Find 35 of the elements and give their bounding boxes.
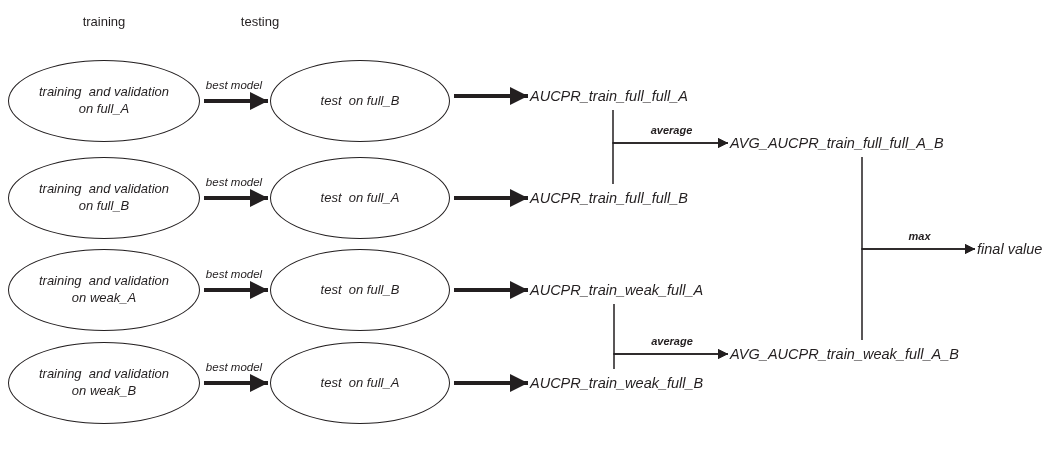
arrow	[204, 281, 268, 299]
node-label: training and validation on weak_B	[37, 366, 171, 400]
result-label: final value	[977, 241, 1043, 257]
edge-label: average	[650, 124, 693, 136]
node-label: test on full_A	[319, 374, 401, 392]
result-label: AUCPR_train_weak_full_A	[530, 282, 704, 298]
result-label: AVG_AUCPR_train_full_full_A_B	[730, 135, 944, 151]
arrow	[204, 92, 268, 110]
edge-label: best model	[205, 361, 263, 373]
node-label: test on full_A	[319, 189, 401, 207]
result-label: AUCPR_train_full_full_A	[530, 88, 688, 104]
column-header: testing	[240, 14, 280, 29]
node-label: test on full_B	[319, 281, 401, 299]
node-label: test on full_B	[319, 92, 401, 110]
edge-label: best model	[205, 176, 263, 188]
arrow	[454, 189, 528, 207]
edge-label: max	[908, 230, 931, 242]
result-label: AUCPR_train_weak_full_B	[530, 375, 704, 391]
edge-label: best model	[205, 268, 263, 280]
result-label: AUCPR_train_full_full_B	[530, 190, 688, 206]
arrow	[861, 243, 976, 341]
arrow	[613, 348, 729, 370]
arrow	[454, 374, 528, 392]
result-label: AVG_AUCPR_train_weak_full_A_B	[730, 346, 959, 362]
arrow	[454, 281, 528, 299]
edge-label: average	[651, 335, 693, 347]
arrow	[612, 137, 729, 185]
arrow	[454, 87, 528, 105]
arrow	[204, 189, 268, 207]
node-label: training and validation on full_B	[37, 181, 171, 215]
node-label: training and validation on weak_A	[37, 273, 171, 307]
edge-label: best model	[205, 79, 263, 91]
node-label: training and validation on full_A	[37, 84, 171, 118]
column-header: training	[82, 14, 126, 29]
arrow	[204, 374, 268, 392]
